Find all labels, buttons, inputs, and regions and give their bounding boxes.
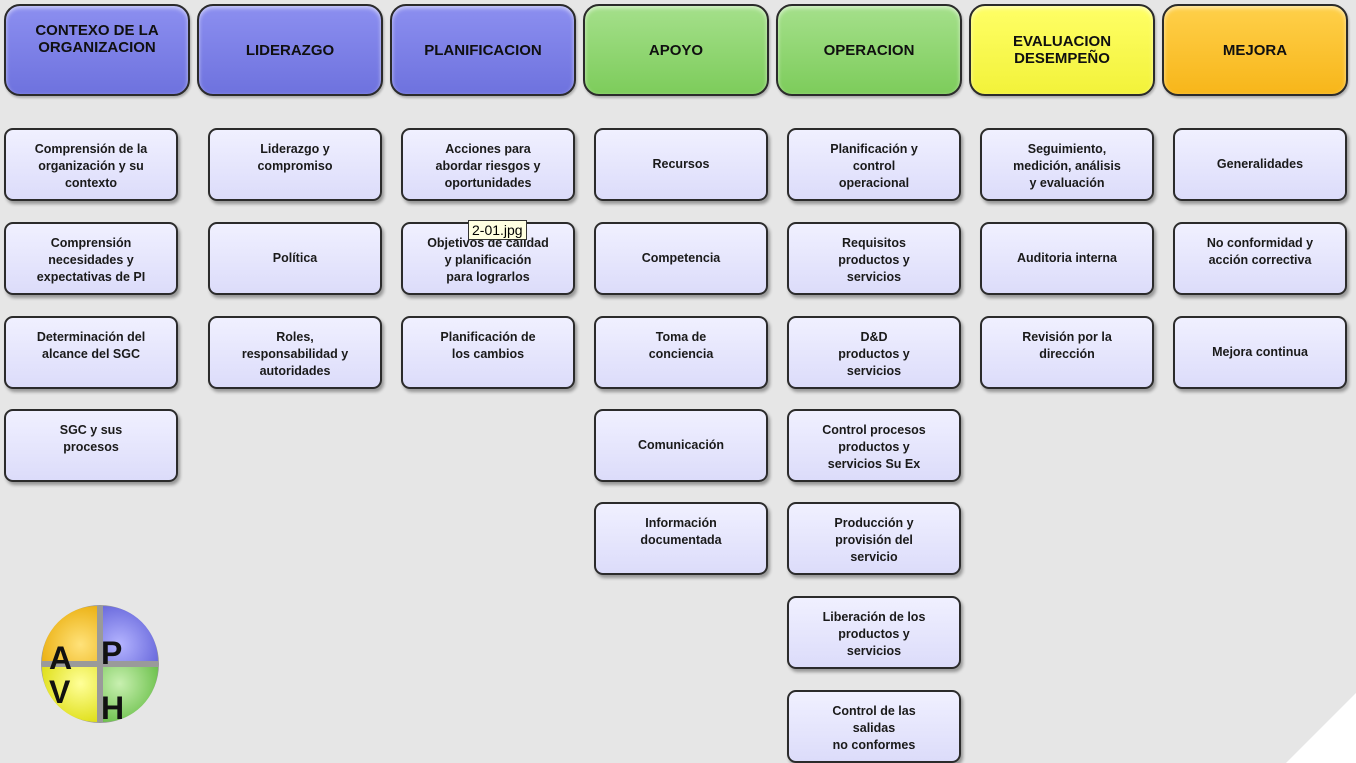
header-3: APOYO: [583, 4, 769, 96]
process-box: Comprensión de la organización y su cont…: [4, 128, 178, 201]
process-box: Comunicación: [594, 409, 768, 482]
process-label: Revisión por la dirección: [1022, 330, 1112, 361]
process-box: Mejora continua: [1173, 316, 1347, 389]
process-box: Política: [208, 222, 382, 295]
process-label: Control procesos productos y servicios S…: [822, 423, 926, 471]
process-label: Planificación de los cambios: [440, 330, 536, 361]
process-box: Roles, responsabilidad y autoridades: [208, 316, 382, 389]
process-box: Competencia: [594, 222, 768, 295]
process-box: Recursos: [594, 128, 768, 201]
process-box: D&D productos y servicios: [787, 316, 961, 389]
cycle-letter-h: H: [101, 690, 124, 725]
header-label: PLANIFICACION: [424, 41, 542, 59]
cycle-letter-v: V: [49, 674, 71, 710]
header-2: PLANIFICACION: [390, 4, 576, 96]
process-label: Producción y provisión del servicio: [834, 516, 914, 564]
process-label: Control de las salidas no conformes: [832, 704, 916, 752]
process-label: Competencia: [641, 251, 721, 265]
process-label: Auditoria interna: [1016, 251, 1117, 265]
process-box: Planificación y control operacional: [787, 128, 961, 201]
process-box: Determinación del alcance del SGC: [4, 316, 178, 389]
header-4: OPERACION: [776, 4, 962, 96]
process-label: Determinación del alcance del SGC: [36, 330, 146, 361]
header-label: CONTEXO DE LA ORGANIZACION: [35, 22, 159, 56]
process-label: No conformidad y acción correctiva: [1206, 236, 1314, 267]
process-label: Seguimiento, medición, análisis y evalua…: [1013, 142, 1121, 190]
process-label: Comunicación: [637, 438, 725, 452]
header-label: APOYO: [648, 41, 704, 59]
process-label: Liberación de los productos y servicios: [822, 610, 926, 658]
process-label: Política: [272, 251, 318, 265]
header-5: EVALUACION DESEMPEÑO: [969, 4, 1155, 96]
header-label: EVALUACION DESEMPEÑO: [1012, 33, 1112, 67]
header-label: LIDERAZGO: [245, 41, 335, 59]
plan-quadrant: [103, 606, 158, 661]
filename-tooltip: 2-01.jpg: [468, 220, 527, 240]
process-box: Producción y provisión del servicio: [787, 502, 961, 575]
process-label: SGC y sus procesos: [59, 423, 123, 454]
process-label: Comprensión necesidades y expectativas d…: [36, 236, 146, 284]
header-6: MEJORA: [1162, 4, 1348, 96]
header-label: MEJORA: [1222, 41, 1288, 59]
process-label: Planificación y control operacional: [830, 142, 918, 190]
process-box: Control procesos productos y servicios S…: [787, 409, 961, 482]
process-box: Liberación de los productos y servicios: [787, 596, 961, 669]
header-1: LIDERAZGO: [197, 4, 383, 96]
process-label: Requisitos productos y servicios: [838, 236, 910, 284]
process-box: Acciones para abordar riesgos y oportuni…: [401, 128, 575, 201]
page-corner-decoration: [1286, 693, 1356, 763]
process-box: Información documentada: [594, 502, 768, 575]
process-box: Revisión por la dirección: [980, 316, 1154, 389]
process-label: Acciones para abordar riesgos y oportuni…: [435, 142, 541, 190]
header-0: CONTEXO DE LA ORGANIZACION: [4, 4, 190, 96]
process-box: SGC y sus procesos: [4, 409, 178, 482]
process-box: Comprensión necesidades y expectativas d…: [4, 222, 178, 295]
process-box: Planificación de los cambios: [401, 316, 575, 389]
process-box: Auditoria interna: [980, 222, 1154, 295]
process-label: Roles, responsabilidad y autoridades: [241, 330, 349, 378]
do-quadrant: [103, 667, 158, 722]
process-label: D&D productos y servicios: [838, 330, 910, 378]
process-label: Toma de conciencia: [648, 330, 714, 361]
process-box: Generalidades: [1173, 128, 1347, 201]
process-label: Objetivos de calidad y planificación par…: [427, 236, 549, 284]
act-quadrant: [42, 606, 97, 661]
process-box: Seguimiento, medición, análisis y evalua…: [980, 128, 1154, 201]
process-box: Toma de conciencia: [594, 316, 768, 389]
cycle-letter-a: A: [49, 640, 72, 676]
process-label: Mejora continua: [1212, 345, 1308, 359]
process-label: Información documentada: [640, 516, 722, 547]
check-quadrant: [42, 667, 97, 722]
process-label: Recursos: [652, 157, 710, 171]
phva-cycle-logo: A P V H: [41, 605, 159, 725]
process-label: Liderazgo y compromiso: [257, 142, 333, 173]
process-box: Liderazgo y compromiso: [208, 128, 382, 201]
process-box: No conformidad y acción correctiva: [1173, 222, 1347, 295]
cycle-letter-p: P: [101, 635, 122, 671]
process-box: Requisitos productos y servicios: [787, 222, 961, 295]
process-label: Generalidades: [1216, 157, 1304, 171]
process-label: Comprensión de la organización y su cont…: [34, 142, 148, 190]
process-box: Control de las salidas no conformes: [787, 690, 961, 763]
header-label: OPERACION: [823, 41, 915, 59]
